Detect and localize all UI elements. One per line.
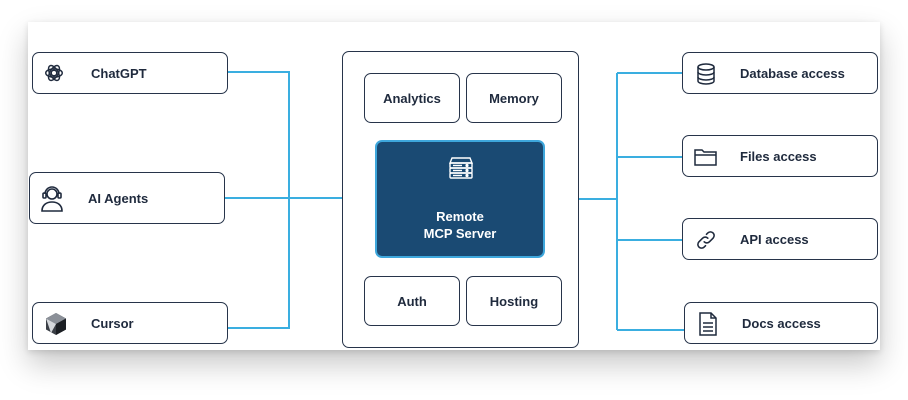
- resource-files: Files access: [682, 135, 878, 177]
- module-auth: Auth: [364, 276, 460, 326]
- module-label: Memory: [489, 90, 539, 106]
- module-label: Analytics: [383, 90, 441, 106]
- module-hosting: Hosting: [466, 276, 562, 326]
- module-analytics: Analytics: [364, 73, 460, 123]
- chatgpt-icon: [42, 61, 66, 85]
- resource-label: Files access: [740, 148, 817, 164]
- server-rack-icon: [447, 154, 475, 182]
- agent-headset-icon: [37, 183, 67, 213]
- client-label: Cursor: [91, 315, 134, 331]
- client-label: ChatGPT: [91, 65, 147, 81]
- resource-label: Docs access: [742, 315, 821, 331]
- cursor-logo-icon: [44, 311, 68, 337]
- resource-label: Database access: [740, 65, 845, 81]
- module-label: Hosting: [489, 293, 539, 309]
- client-cursor: Cursor: [32, 302, 228, 344]
- server-title-line2: MCP Server: [423, 226, 497, 241]
- module-memory: Memory: [466, 73, 562, 123]
- database-icon: [695, 62, 717, 86]
- server-title-line1: Remote: [436, 209, 484, 224]
- document-icon: [697, 311, 719, 337]
- client-label: AI Agents: [88, 190, 149, 206]
- client-chatgpt: ChatGPT: [32, 52, 228, 94]
- client-ai-agents: AI Agents: [29, 172, 225, 224]
- resource-database: Database access: [682, 52, 878, 94]
- module-label: Auth: [397, 293, 427, 309]
- resource-docs: Docs access: [684, 302, 878, 344]
- resource-api: API access: [682, 218, 878, 260]
- folder-icon: [693, 146, 719, 168]
- link-icon: [694, 228, 718, 252]
- resource-label: API access: [740, 231, 809, 247]
- remote-mcp-server: Remote MCP Server: [375, 140, 545, 258]
